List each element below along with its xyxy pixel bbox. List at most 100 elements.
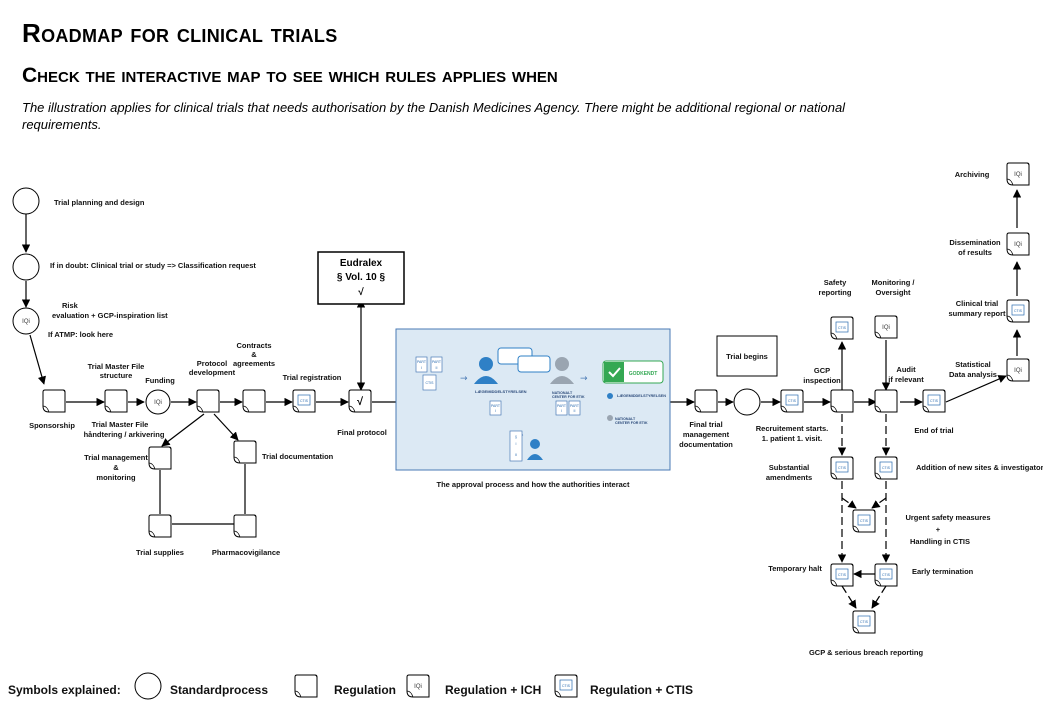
label-sponsorship: Sponsorship [29,421,75,430]
svg-text:II: II [436,366,438,370]
regulation-sponsorship[interactable] [42,389,66,413]
regulation-ctis-end-of-trial[interactable]: CTIS [922,389,946,413]
regulation-pharmacovigilance[interactable] [233,514,257,538]
label-protocol-1: Protocol [197,359,227,368]
process-trial-start[interactable] [733,388,761,416]
regulation-ich-monitoring[interactable]: IQi [874,315,898,339]
regulation-ich-statistics[interactable]: IQi [1006,358,1030,382]
iqi-icon: IQi [1014,172,1022,178]
label-stat-1: Statistical [955,360,990,369]
regulation-ctis-new-sites[interactable]: CTIS [874,456,898,480]
regulation-trial-supplies[interactable] [148,514,172,538]
svg-text:PART: PART [570,404,580,408]
ctis-icon: CTIS [838,466,847,470]
regulation-ctis-recruitment[interactable]: CTIS [780,389,804,413]
ctis-icon: CTIS [882,466,891,470]
svg-text:CTIS: CTIS [426,381,435,385]
regulation-ich-risk[interactable]: IQi [12,307,40,335]
legend-regulation-ctis-symbol: CTIS [554,674,578,698]
label-final-tmd-2: management [683,430,730,439]
eudralex-box[interactable]: Eudralex § Vol. 10 § √ [317,251,405,305]
regulation-ich-funding[interactable]: IQi [145,389,171,415]
svg-text:→: → [580,374,588,384]
legend-standard-symbol [134,672,162,700]
regulation-ctis-urgent[interactable]: CTIS [852,509,876,533]
svg-text:II: II [574,409,576,413]
regulation-ctis-substantial[interactable]: CTIS [830,456,854,480]
legend-regulation-ich-symbol: IQi [406,674,430,698]
regulation-ctis-registration[interactable]: CTIS [292,389,316,413]
regulation-trial-documentation[interactable] [233,440,257,464]
svg-text:LÆGEMIDDELSTYRELSEN: LÆGEMIDDELSTYRELSEN [617,394,666,398]
regulation-final-tmd[interactable] [694,389,718,413]
iqi-icon: IQi [1014,242,1022,248]
label-stat-2: Data analysis [949,370,997,379]
legend-regulation-ich-label: Regulation + ICH [445,683,541,697]
label-monitoring-1: Monitoring / [872,278,916,287]
label-contracts-3: agreements [233,359,275,368]
authority-1-label: LÆGEMIDDELSTYRELSEN [475,389,527,394]
regulation-ich-dissemination[interactable]: IQi [1006,232,1030,256]
regulation-ich-archiving[interactable]: IQi [1006,162,1030,186]
label-approval: The approval process and how the authori… [437,480,630,489]
regulation-ctis-summary[interactable]: CTIS [1006,299,1030,323]
label-safety-2: reporting [819,288,852,297]
label-contracts-2: & [251,350,257,359]
regulation-final-protocol[interactable]: √ [348,389,372,413]
label-recruitment-1: Recruitement starts. [756,424,829,433]
regulation-ctis-safety[interactable]: CTIS [830,316,854,340]
iqi-icon: IQi [22,319,30,325]
label-tmf-2: structure [100,371,133,380]
label-protocol-2: development [189,368,236,377]
label-summary-1: Clinical trial [956,299,999,308]
label-registration: Trial registration [283,373,342,382]
ctis-icon: CTIS [882,573,891,577]
label-atmp: If ATMP: look here [48,330,113,339]
label-funding: Funding [145,376,175,385]
label-urgent-1: Urgent safety measures [905,513,990,522]
approval-process-panel[interactable]: PART I PART II CTIS → LÆGEMIDDELSTYRELSE… [395,328,671,471]
label-tmf-1: Trial Master File [88,362,145,371]
svg-text:II: II [515,453,517,457]
regulation-audit[interactable] [874,389,898,413]
svg-text:NATIONALT: NATIONALT [615,417,636,421]
process-classification[interactable] [12,253,40,281]
regulation-ctis-gcp-breach[interactable]: CTIS [852,610,876,634]
svg-text:§: § [515,435,517,439]
eudralex-check: √ [358,287,364,298]
label-gcp-inspection-1: GCP [814,366,830,375]
label-new-sites: Addition of new sites & investigators [916,463,1043,472]
intro-text: The illustration applies for clinical tr… [22,100,846,132]
page-title: Roadmap for clinical trials [22,18,338,48]
legend-standard-label: Standardprocess [170,683,268,697]
svg-text:PART: PART [491,404,501,408]
regulation-gcp-inspection[interactable] [830,389,854,413]
regulation-protocol[interactable] [196,389,220,413]
label-trial-begins: Trial begins [726,352,768,361]
ethics-person-icon [550,357,574,384]
legend-title: Symbols explained: [8,683,121,697]
label-gcp-breach: GCP & serious breach reporting [809,648,923,657]
regulation-ctis-early-termination[interactable]: CTIS [874,563,898,587]
ctis-icon: CTIS [838,326,847,330]
legend-regulation-symbol [294,674,318,698]
label-final-tmd-3: documentation [679,440,733,449]
page-subtitle: Check the interactive map to see which r… [22,64,558,87]
svg-text:NATIONALT: NATIONALT [552,391,573,395]
regulation-ctis-temporary-halt[interactable]: CTIS [830,563,854,587]
regulation-trial-management[interactable] [148,446,172,470]
label-risk-2: evaluation + GCP-inspiration list [52,311,168,320]
regulation-contracts[interactable] [242,389,266,413]
trial-begins-box[interactable]: Trial begins [716,335,778,377]
label-gcp-inspection-2: inspection [803,376,841,385]
approved-badge: GODKENDT [602,360,664,384]
iqi-icon: IQi [882,325,890,331]
ctis-icon: CTIS [300,399,309,403]
dialogue-icon [497,347,551,373]
label-trial-planning: Trial planning and design [54,198,145,207]
label-trial-documentation: Trial documentation [262,452,334,461]
process-trial-planning[interactable] [12,187,40,215]
label-recruitment-2: 1. patient 1. visit. [762,434,822,443]
regulation-tmf[interactable] [104,389,128,413]
svg-text:I: I [516,442,517,446]
